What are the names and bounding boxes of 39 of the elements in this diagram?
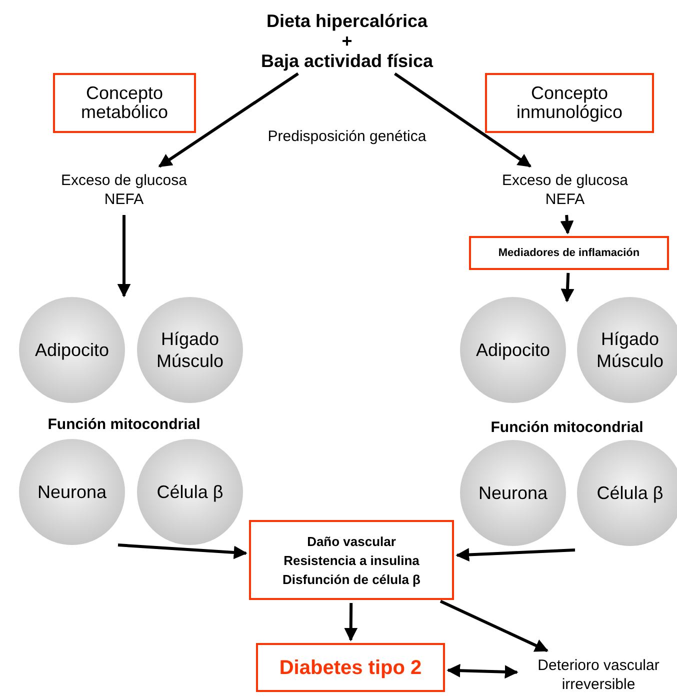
arrow (440, 600, 548, 652)
node-label: Adipocito (34, 339, 110, 361)
arrow (118, 544, 248, 560)
arrow (446, 664, 518, 679)
concept-box (485, 73, 654, 133)
diagnosis-box (256, 643, 445, 692)
node-label: Neurona (478, 482, 548, 504)
node-label: Dieta hipercalórica (266, 11, 428, 31)
node-label: Exceso de glucosa NEFA (60, 171, 188, 209)
node-label: Mediadores de inflamación (498, 246, 640, 261)
node-label: Daño vascular (307, 532, 396, 550)
arrow (394, 72, 532, 168)
node-label: Célula β (156, 481, 224, 503)
concept-box (53, 73, 196, 133)
node-label: Hígado Músculo (595, 328, 665, 372)
arrow (344, 602, 358, 642)
arrow (456, 548, 576, 562)
node-label: Célula β (596, 482, 664, 504)
annotation-text: Función mitocondrial (490, 418, 644, 438)
node-label: Neurona (37, 481, 107, 503)
node-label: Baja actividad física (260, 51, 434, 71)
node-label: Adipocito (476, 339, 550, 361)
arrow (560, 272, 574, 302)
node-label: + (342, 31, 352, 51)
node-label: Diabetes tipo 2 (279, 656, 422, 680)
node-label: Hígado Músculo (155, 328, 225, 372)
annotation-text: Predisposición genética (266, 127, 428, 147)
arrow (560, 214, 574, 234)
node-label: Resistencia a insulina (284, 552, 420, 570)
outcome-box (249, 520, 454, 600)
node-label: Concepto inmunológico (515, 84, 624, 122)
arrow (158, 72, 299, 168)
annotation-text: Función mitocondrial (46, 415, 202, 435)
node-label: Deterioro vascular irreversible (536, 656, 660, 694)
node-label: Concepto metabólico (80, 84, 170, 122)
node-label: Exceso de glucosa NEFA (501, 171, 629, 209)
node-label: Disfunción de célula β (282, 570, 420, 588)
arrow (117, 215, 131, 298)
process-box (469, 236, 669, 270)
